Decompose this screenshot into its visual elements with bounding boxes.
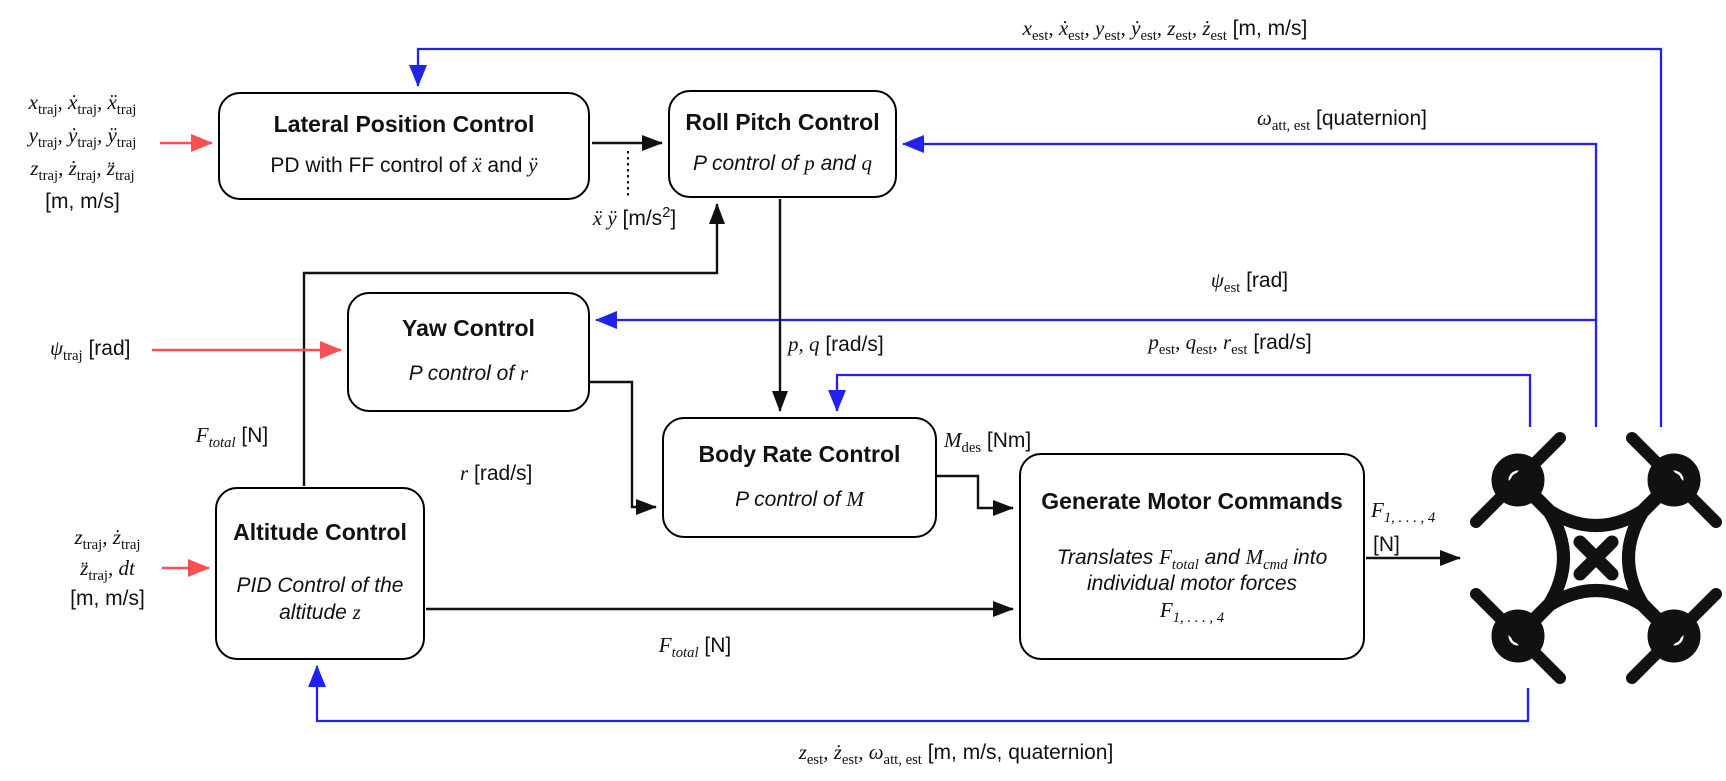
block-lateral-position-control: Lateral Position Control PD with FF cont…	[218, 92, 590, 200]
block-title: Roll Pitch Control	[685, 109, 880, 136]
rotor-rear-right	[1647, 609, 1701, 663]
label-altitude-estimate: zest, żest, ωatt, est [m, m/s, quaternio…	[798, 740, 1114, 769]
rotor-front-right	[1647, 453, 1701, 507]
wire-ftotal-to-rollpitch	[302, 203, 725, 486]
block-description: P control of p and q	[692, 151, 873, 176]
wire-attitude-est-to-rollpitch	[902, 135, 1598, 427]
rotor-rear-left	[1491, 609, 1545, 663]
label-motor-forces: F1, . . . , 4	[1371, 498, 1436, 527]
label-psi-estimate: ψest [rad]	[1210, 268, 1289, 297]
wire-position-est-to-lateral	[409, 47, 1663, 427]
block-title: Lateral Position Control	[273, 111, 535, 138]
block-body-rate-control: Body Rate Control P control of M	[662, 417, 937, 538]
block-generate-motor-commands: Generate Motor Commands Translates Ftota…	[1019, 453, 1365, 660]
block-description: P control of M	[735, 486, 864, 511]
label-moment-desired: Mdes [Nm]	[944, 428, 1032, 457]
block-title: Body Rate Control	[698, 440, 901, 467]
label-motor-forces-unit: [N]	[1373, 533, 1400, 556]
label-position-estimate: xest, ẋest, yest, ẏest, zest, żest [m, m…	[1022, 16, 1308, 45]
block-title: Generate Motor Commands	[1041, 487, 1343, 514]
label-ftotal-to-rollpitch: Ftotal [N]	[195, 423, 269, 452]
quadcopter-icon	[1470, 432, 1722, 684]
block-title: Yaw Control	[402, 315, 535, 342]
center-x-mark	[1573, 535, 1619, 581]
block-description: PD with FF control of ẍ and ÿ	[270, 153, 538, 178]
block-roll-pitch-control: Roll Pitch Control P control of p and q	[668, 90, 897, 198]
label-psi-traj-input: ψtraj [rad]	[50, 336, 131, 365]
block-yaw-control: Yaw Control P control of r	[347, 292, 590, 412]
wire-rates-est-to-bodyrate	[828, 373, 1532, 427]
block-title: Altitude Control	[233, 519, 407, 546]
label-r-rate: r [rad/s]	[460, 461, 533, 485]
label-ftotal-to-motors: Ftotal [N]	[658, 633, 732, 662]
wire-altitude-est-to-altitude	[308, 665, 1530, 723]
label-pq-rates: p, q [rad/s]	[788, 332, 884, 356]
rotor-front-left	[1491, 453, 1545, 507]
wire-yaw-to-bodyrate	[590, 380, 657, 515]
block-description: P control of r	[408, 361, 529, 386]
wire-bodyrate-to-motors	[937, 474, 1014, 516]
label-xy-acceleration: ẍ ÿ [m/s2]	[592, 205, 677, 230]
label-attitude-estimate: ωatt, est [quaternion]	[1257, 106, 1427, 135]
label-rates-estimate: pest, qest, rest [rad/s]	[1148, 330, 1312, 359]
